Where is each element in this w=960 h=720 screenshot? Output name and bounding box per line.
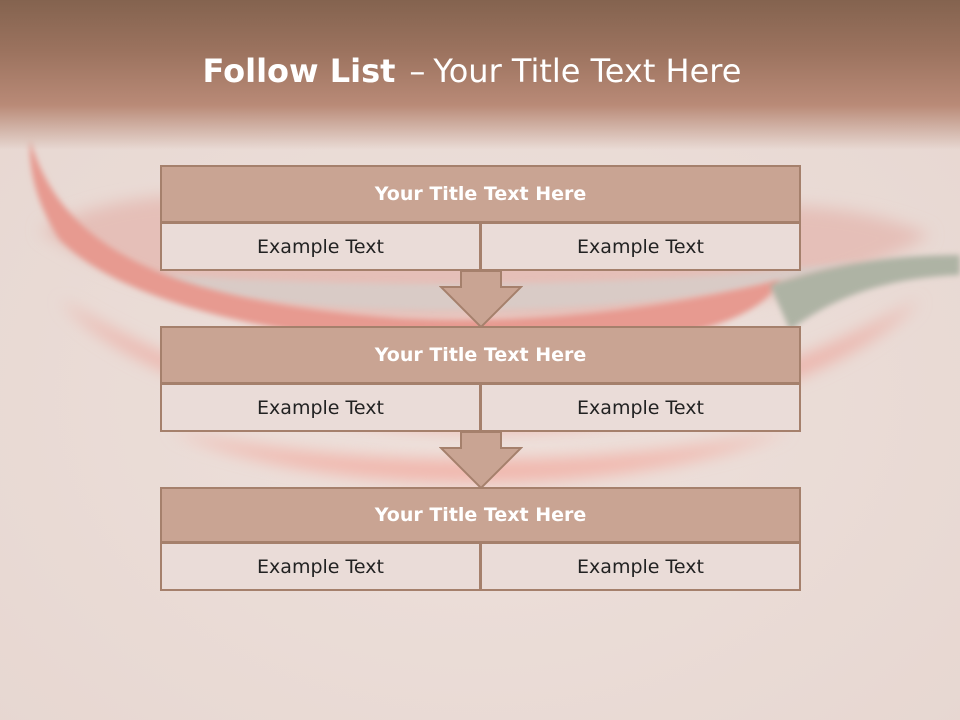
slide-title-dash: –	[409, 52, 426, 90]
step-title: Your Title Text Here	[160, 487, 801, 543]
step-cell-left: Example Text	[160, 542, 481, 591]
down-arrow-icon	[439, 271, 523, 329]
step-cell-right: Example Text	[480, 542, 801, 591]
slide-title-rest: Your Title Text Here	[433, 52, 742, 90]
slide-title-bold: Follow List	[202, 52, 396, 90]
step-block-2: Your Title Text Here Example Text Exampl…	[160, 326, 801, 432]
step-title: Your Title Text Here	[160, 165, 801, 223]
slide-title: Follow List–Your Title Text Here	[0, 52, 944, 90]
step-cell-right: Example Text	[480, 222, 801, 271]
step-block-1: Your Title Text Here Example Text Exampl…	[160, 165, 801, 271]
down-arrow-icon	[439, 432, 523, 490]
step-cell-left: Example Text	[160, 383, 481, 432]
step-block-3: Your Title Text Here Example Text Exampl…	[160, 487, 801, 593]
title-band	[0, 0, 960, 150]
step-title: Your Title Text Here	[160, 326, 801, 384]
step-cell-right: Example Text	[480, 383, 801, 432]
step-cell-left: Example Text	[160, 222, 481, 271]
